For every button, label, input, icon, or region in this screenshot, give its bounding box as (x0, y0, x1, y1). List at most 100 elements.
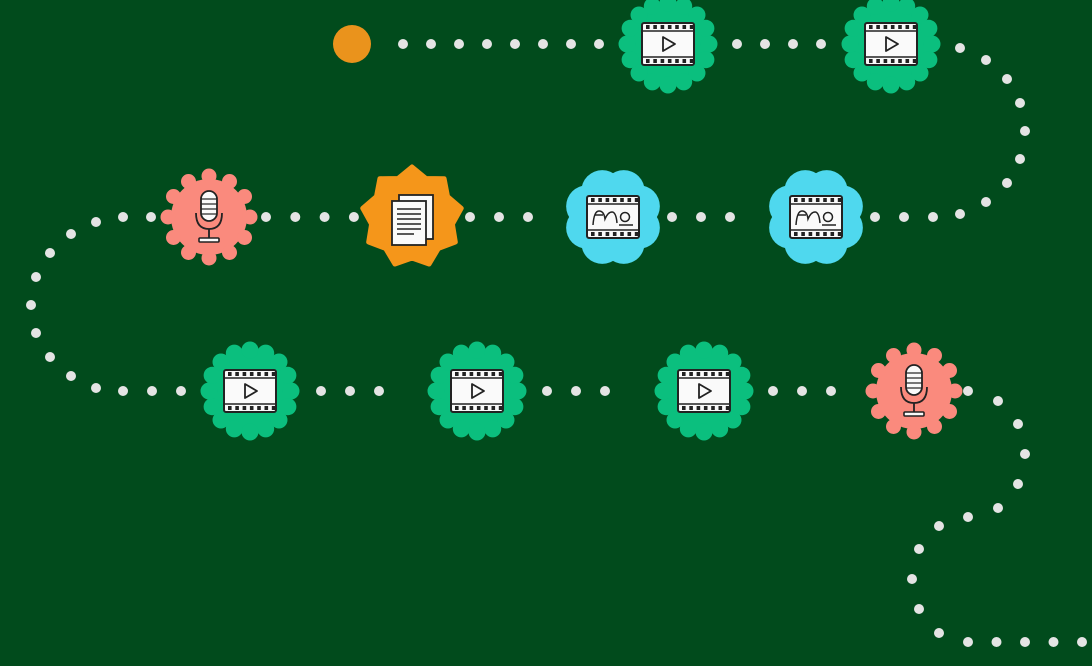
trail-dot (374, 386, 384, 396)
trail-dot (1048, 637, 1059, 647)
trail-dot (316, 386, 326, 396)
trail-dot (993, 503, 1003, 513)
trail-dot (66, 371, 76, 381)
trail-dot (788, 39, 798, 49)
trail-dot (26, 300, 36, 310)
trail-dot (482, 39, 492, 49)
trail-dot (1015, 154, 1025, 164)
trail-dot (290, 212, 301, 222)
film-play-icon (641, 22, 695, 66)
trail-dot (426, 39, 436, 49)
trail-dot (914, 604, 924, 614)
trail-dot (571, 386, 581, 396)
trail-dot (1013, 419, 1023, 429)
trail-dot (91, 217, 101, 227)
trail-dot (176, 386, 186, 396)
film-play-icon (677, 369, 731, 413)
trail-dot (31, 272, 41, 282)
dotted-trail (26, 25, 1087, 647)
film-animation-icon (789, 195, 843, 239)
trail-dot (319, 212, 330, 222)
trail-dot (454, 39, 464, 49)
trail-dot (768, 386, 778, 396)
path-nodes (160, 0, 963, 441)
lesson-node-animation[interactable] (566, 170, 660, 264)
trail-dot (816, 39, 826, 49)
trail-dot (1015, 98, 1025, 108)
trail-dot (398, 39, 408, 49)
trail-dot (725, 212, 735, 222)
trail-dot (934, 628, 944, 638)
trail-dot (870, 212, 880, 222)
trail-dot (345, 386, 355, 396)
trail-dot (261, 212, 271, 222)
trail-dot (1077, 637, 1087, 647)
film-play-icon (223, 369, 277, 413)
trail-dot (667, 212, 677, 222)
trail-dot (600, 386, 610, 396)
trail-dot (955, 209, 965, 219)
lesson-node-video[interactable] (654, 341, 754, 441)
lesson-node-video[interactable] (618, 0, 718, 94)
lesson-node-video[interactable] (841, 0, 941, 94)
film-animation-icon (586, 195, 640, 239)
trail-dot (963, 386, 973, 396)
film-play-icon (864, 22, 918, 66)
trail-dot (914, 544, 924, 554)
trail-dot (991, 637, 1002, 647)
trail-dot (118, 386, 128, 396)
trail-dot (981, 55, 991, 65)
trail-dot (538, 39, 548, 49)
trail-dot (1020, 637, 1030, 647)
lesson-node-audio[interactable] (865, 342, 963, 440)
trail-dot (594, 39, 604, 49)
trail-dot (31, 328, 41, 338)
microphone-icon (195, 190, 223, 243)
lesson-node-video[interactable] (427, 341, 527, 441)
trail-dot (118, 212, 128, 222)
film-play-icon (450, 369, 504, 413)
trail-dot (1002, 74, 1012, 84)
gear-badge (160, 168, 258, 266)
trail-dot (147, 386, 157, 396)
trail-dot (566, 39, 576, 49)
trail-dot (1002, 178, 1012, 188)
trail-dot (494, 212, 504, 222)
trail-dot (542, 386, 552, 396)
trail-dot (510, 39, 520, 49)
trail-dot (91, 383, 101, 393)
trail-dot (146, 212, 156, 222)
trail-dot (955, 43, 965, 53)
trail-dot (826, 386, 836, 396)
document-icon (391, 194, 434, 246)
trail-dot (963, 512, 973, 522)
lesson-node-audio[interactable] (160, 168, 258, 266)
trail-dot (963, 637, 973, 647)
lesson-node-animation[interactable] (769, 170, 863, 264)
trail-dot (1013, 479, 1023, 489)
trail-dot (696, 212, 706, 222)
trail-dot (797, 386, 807, 396)
trail-dot (1020, 126, 1030, 136)
trail-dot (45, 352, 55, 362)
trail-dot (981, 197, 991, 207)
trail-dot (66, 229, 76, 239)
trail-dot (45, 248, 55, 258)
lesson-node-video[interactable] (200, 341, 300, 441)
lesson-node-document[interactable] (360, 164, 464, 267)
trail-dot (907, 574, 917, 584)
trail-dot (1020, 449, 1030, 459)
start-dot (333, 25, 371, 63)
trail-dot (732, 39, 742, 49)
trail-dot (934, 521, 944, 531)
trail-dot (523, 212, 533, 222)
trail-dot (760, 39, 770, 49)
trail-dot (348, 212, 359, 222)
trail-dot (465, 212, 475, 222)
trail-dot (899, 212, 909, 222)
trail-dot (993, 396, 1003, 406)
trail-dot (928, 212, 938, 222)
microphone-icon (900, 364, 928, 417)
